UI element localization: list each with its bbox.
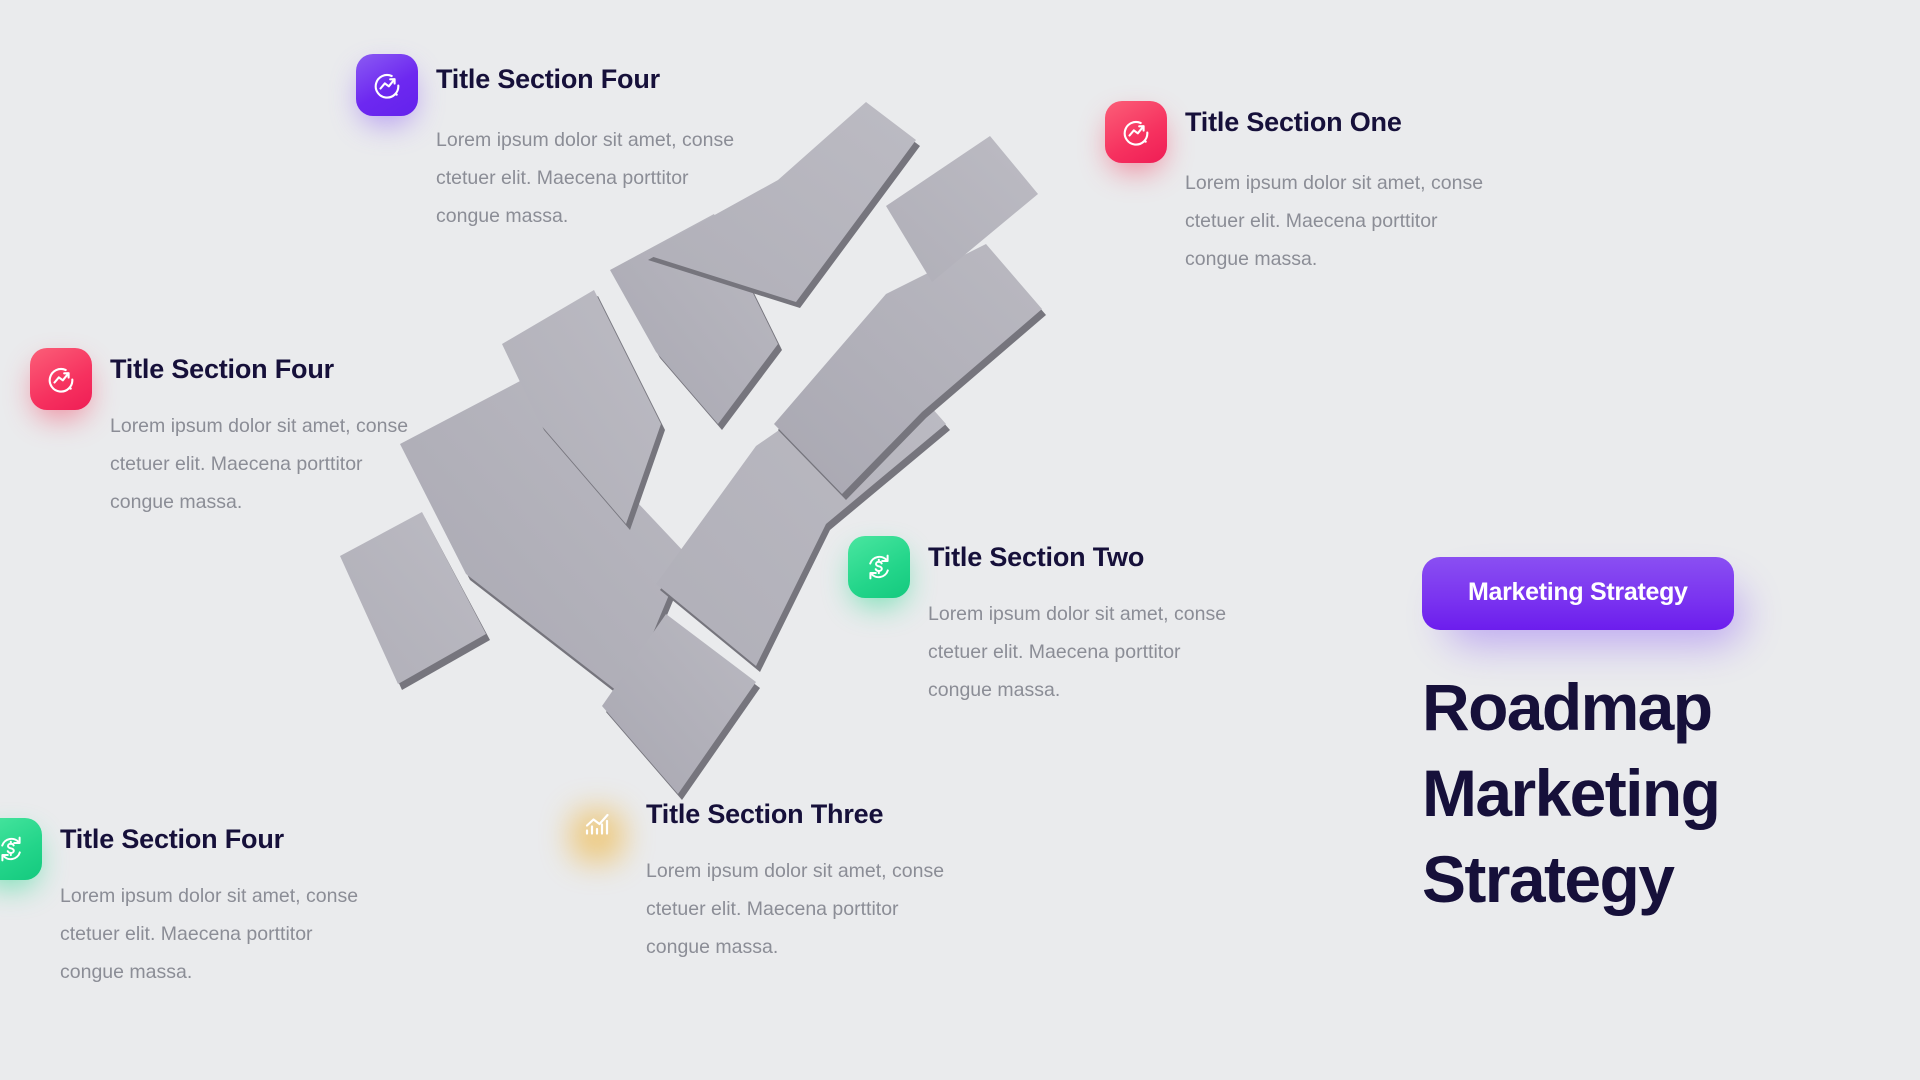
section-text: Title Section One Lorem ipsum dolor sit … (1185, 105, 1485, 278)
badge-wrap-amber (566, 793, 628, 863)
section-body: Lorem ipsum dolor sit amet, conse ctetue… (646, 860, 945, 958)
road-segment-r1 (602, 614, 760, 800)
section-title: Title Section Four (436, 64, 660, 94)
headline-block: Marketing Strategy Roadmap Marketing Str… (1422, 557, 1842, 922)
section-body: Lorem ipsum dolor sit amet, conse ctetue… (928, 603, 1227, 701)
road-segment-l4 (610, 214, 782, 430)
section-text: Title Section Two Lorem ipsum dolor sit … (928, 540, 1228, 709)
road-segment-r2 (656, 356, 950, 672)
section-three[interactable]: Title Section Three Lorem ipsum dolor si… (570, 797, 946, 966)
section-four-top[interactable]: Title Section Four Lorem ipsum dolor sit… (356, 54, 736, 235)
badge-wrap-purple (356, 54, 418, 124)
road-segment-l3 (502, 290, 665, 530)
section-four-bottom[interactable]: Title Section Four Lorem ipsum dolor sit… (0, 818, 360, 991)
section-four-left[interactable]: Title Section Four Lorem ipsum dolor sit… (30, 348, 410, 521)
growth-chart-bubble-icon[interactable] (30, 348, 92, 410)
section-title: Title Section Two (928, 542, 1145, 572)
badge-wrap-green-two (848, 536, 910, 606)
section-body: Lorem ipsum dolor sit amet, conse ctetue… (110, 415, 409, 513)
road-segment-top-right-tip (820, 90, 1020, 350)
money-refresh-icon[interactable] (848, 536, 910, 598)
badge-wrap-pink-one (1105, 101, 1167, 171)
growth-chart-bubble-icon[interactable] (1105, 101, 1167, 163)
marketing-strategy-tag-wrap: Marketing Strategy (1422, 557, 1744, 645)
section-text: Title Section Three Lorem ipsum dolor si… (646, 797, 946, 966)
section-one[interactable]: Title Section One Lorem ipsum dolor sit … (1105, 101, 1485, 278)
headline-line-2: Marketing (1422, 756, 1721, 830)
badge-wrap-green-bottom (0, 818, 42, 888)
money-refresh-icon[interactable] (0, 818, 42, 880)
section-title: Title Section Four (110, 354, 334, 384)
badge-wrap-pink-left (30, 348, 92, 418)
section-title: Title Section One (1185, 107, 1402, 137)
section-title: Title Section Three (646, 799, 884, 829)
marketing-strategy-tag[interactable]: Marketing Strategy (1422, 557, 1734, 630)
road-segment-l2 (400, 380, 690, 704)
section-body: Lorem ipsum dolor sit amet, conse ctetue… (1185, 172, 1484, 270)
growth-chart-bubble-icon[interactable] (356, 54, 418, 116)
headline-line-1: Roadmap (1422, 670, 1713, 744)
road-segment-l1 (340, 512, 490, 690)
section-text: Title Section Four Lorem ipsum dolor sit… (60, 822, 360, 991)
badge-glow (570, 809, 624, 863)
headline-line-3: Strategy (1422, 842, 1675, 916)
section-body: Lorem ipsum dolor sit amet, conse ctetue… (60, 885, 359, 983)
bar-chart-trend-icon[interactable] (566, 793, 628, 855)
page-title: Roadmap Marketing Strategy (1422, 664, 1842, 922)
section-title: Title Section Four (60, 824, 284, 854)
section-two[interactable]: Title Section Two Lorem ipsum dolor sit … (848, 536, 1228, 709)
section-text: Title Section Four Lorem ipsum dolor sit… (436, 62, 736, 235)
section-text: Title Section Four Lorem ipsum dolor sit… (110, 352, 410, 521)
section-body: Lorem ipsum dolor sit amet, conse ctetue… (436, 129, 735, 227)
